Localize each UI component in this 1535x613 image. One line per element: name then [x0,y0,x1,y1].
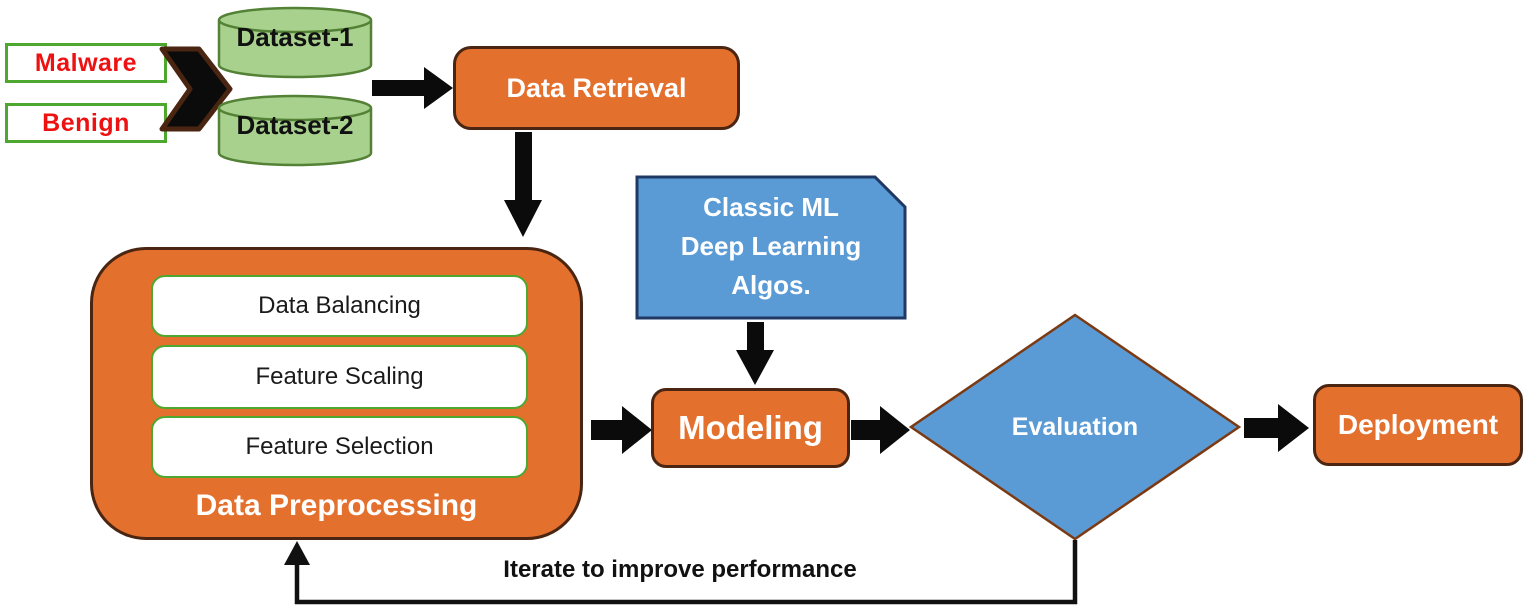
feedback-label: Iterate to improve performance [503,556,857,583]
deployment-node: Deployment [1313,384,1523,466]
algos-label: Classic ML Deep Learning Algos. [637,188,905,305]
chevron-right-icon [159,46,233,132]
step-feature-scaling: Feature Scaling [151,345,528,409]
arrow-right-icon [591,406,652,454]
dataset-2-label: Dataset-2 [236,110,354,140]
arrow-down-icon [736,322,774,385]
benign-box: Benign [5,103,167,143]
algos-card [635,175,907,320]
modeling-node: Modeling [651,388,850,468]
malware-label: Malware [34,48,138,77]
feedback-arrow [284,540,1078,605]
preprocessing-title: Data Preprocessing [195,489,478,522]
dataset-1-cylinder: Dataset-1 [217,6,373,80]
preprocessing-node: Data Balancing Feature Scaling Feature S… [90,247,583,540]
dataset-1-label: Dataset-1 [236,22,354,52]
algos-line-3: Algos. [731,270,811,300]
step-label: Feature Selection [245,433,434,460]
step-feature-selection: Feature Selection [151,416,528,478]
deployment-label: Deployment [1337,409,1499,440]
evaluation-label: Evaluation [1011,412,1139,441]
benign-label: Benign [42,108,130,137]
arrow-down-icon [504,132,542,237]
dataset-2-cylinder: Dataset-2 [217,94,373,168]
step-data-balancing: Data Balancing [151,275,528,337]
data-retrieval-label: Data Retrieval [506,72,687,103]
arrow-right-icon [851,406,910,454]
evaluation-diamond [908,313,1242,541]
data-retrieval-node: Data Retrieval [453,46,740,130]
arrow-right-icon [372,67,453,109]
algos-line-1: Classic ML [703,192,839,222]
malware-box: Malware [5,43,167,83]
database-icon [217,94,373,167]
step-label: Data Balancing [258,292,421,319]
arrow-right-icon [1244,404,1309,452]
database-icon [217,6,373,79]
modeling-label: Modeling [678,409,823,446]
step-label: Feature Scaling [255,363,424,390]
algos-line-2: Deep Learning [680,231,862,261]
